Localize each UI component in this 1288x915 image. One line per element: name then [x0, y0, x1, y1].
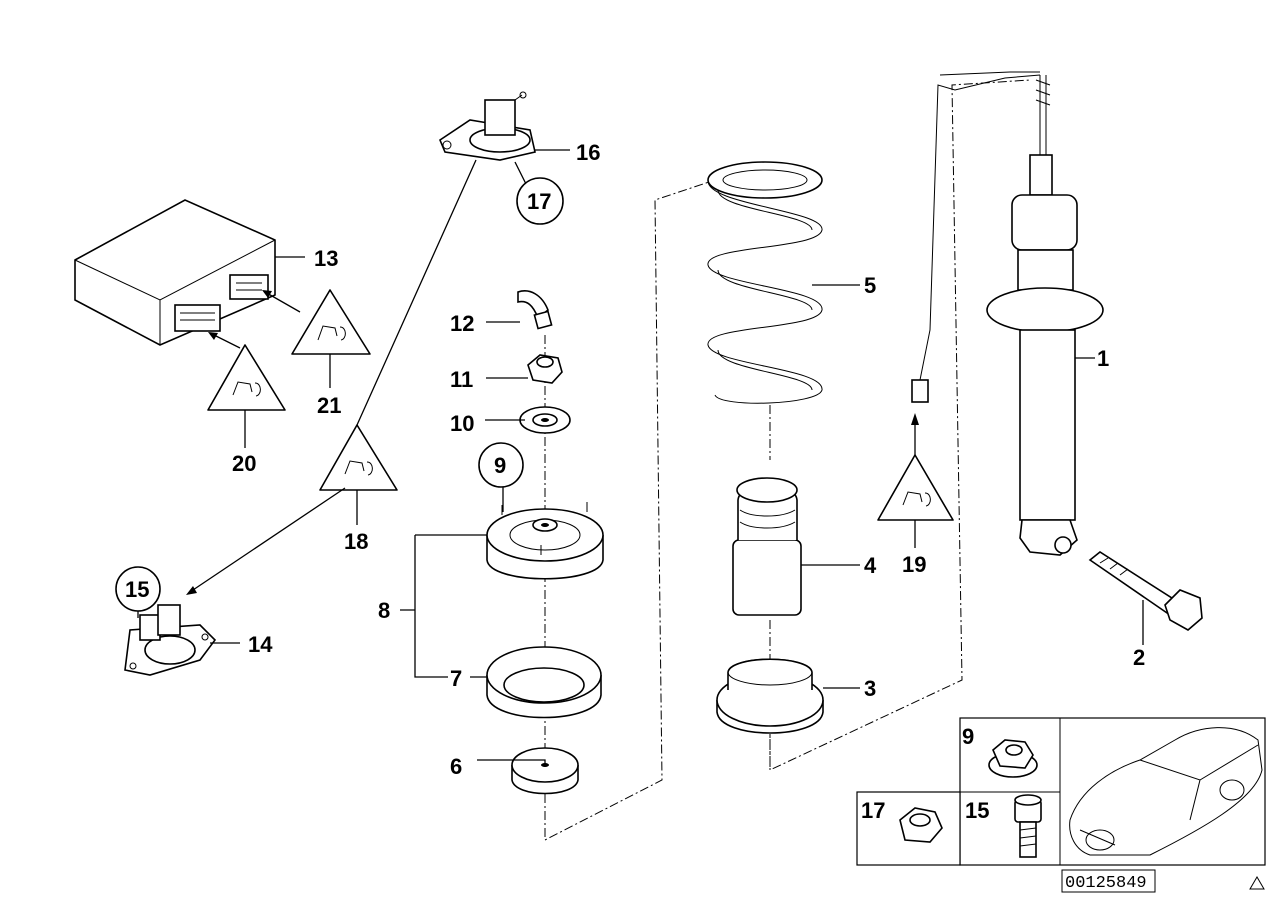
- label-part-5: 5: [864, 273, 876, 298]
- reference-arrows: [186, 159, 919, 595]
- cap-6: [511, 747, 579, 795]
- warning-triangle-20: [207, 344, 286, 411]
- bolt-2: [1088, 551, 1203, 631]
- label-part-14: 14: [248, 632, 273, 657]
- label-part-20: 20: [232, 451, 256, 476]
- elbow-connector-12: [517, 290, 553, 330]
- label-part-19: 19: [902, 552, 926, 577]
- label-part-2: 2: [1133, 645, 1145, 670]
- corner-triangle-icon: [1249, 876, 1265, 890]
- inset-nut-17: [899, 807, 943, 843]
- inset-label-9: 9: [962, 724, 974, 749]
- circled-labels: [115, 177, 564, 612]
- spring-seat-3: [716, 658, 824, 734]
- bump-stop-4: [732, 477, 802, 616]
- inset-screw-15: [1014, 794, 1042, 858]
- label-part-8: 8: [378, 598, 390, 623]
- control-module-13: [74, 199, 276, 346]
- document-id: 00125849: [1065, 874, 1147, 893]
- circle-9: [478, 442, 524, 488]
- sensor-mount-14: [124, 604, 217, 676]
- warning-triangle-18: [319, 424, 398, 491]
- label-part-10: 10: [450, 411, 474, 436]
- label-part-18: 18: [344, 529, 368, 554]
- label-part-9: 9: [494, 453, 506, 478]
- label-part-3: 3: [864, 676, 876, 701]
- leader-lines: [137, 149, 1144, 767]
- inset-label-15: 15: [965, 798, 989, 823]
- label-part-11: 11: [450, 367, 473, 392]
- label-part-15: 15: [125, 577, 149, 602]
- coil-spring-5: [707, 161, 823, 404]
- circle-17: [516, 177, 564, 225]
- inset-flange-nut-9: [988, 739, 1038, 778]
- warning-triangle-21: [291, 289, 371, 355]
- part-labels: 1 2 3 4 5 6 7 8 9 10 11 12 13 14 15 16 1…: [125, 140, 1145, 779]
- strut-mount-8: [486, 502, 604, 580]
- nut-11: [527, 354, 563, 384]
- label-part-12: 12: [450, 311, 474, 336]
- sensor-bracket-16: [439, 91, 536, 161]
- shock-absorber-1: [986, 75, 1104, 556]
- car-silhouette-icon: [1069, 727, 1263, 856]
- label-part-13: 13: [314, 246, 338, 271]
- circle-15: [115, 566, 161, 612]
- sensor-wire: [911, 71, 1041, 403]
- label-part-7: 7: [450, 666, 462, 691]
- washer-10: [519, 406, 571, 434]
- inset-parts-box: 9 17 15: [856, 717, 1266, 866]
- label-part-16: 16: [576, 140, 600, 165]
- label-part-6: 6: [450, 754, 462, 779]
- document-id-box: 00125849: [1061, 869, 1156, 893]
- label-part-1: 1: [1097, 346, 1109, 371]
- warning-triangle-19: [877, 454, 954, 521]
- label-part-17: 17: [527, 189, 551, 214]
- inset-label-17: 17: [861, 798, 885, 823]
- label-part-4: 4: [864, 553, 877, 578]
- ring-7: [486, 646, 602, 719]
- label-part-21: 21: [317, 393, 341, 418]
